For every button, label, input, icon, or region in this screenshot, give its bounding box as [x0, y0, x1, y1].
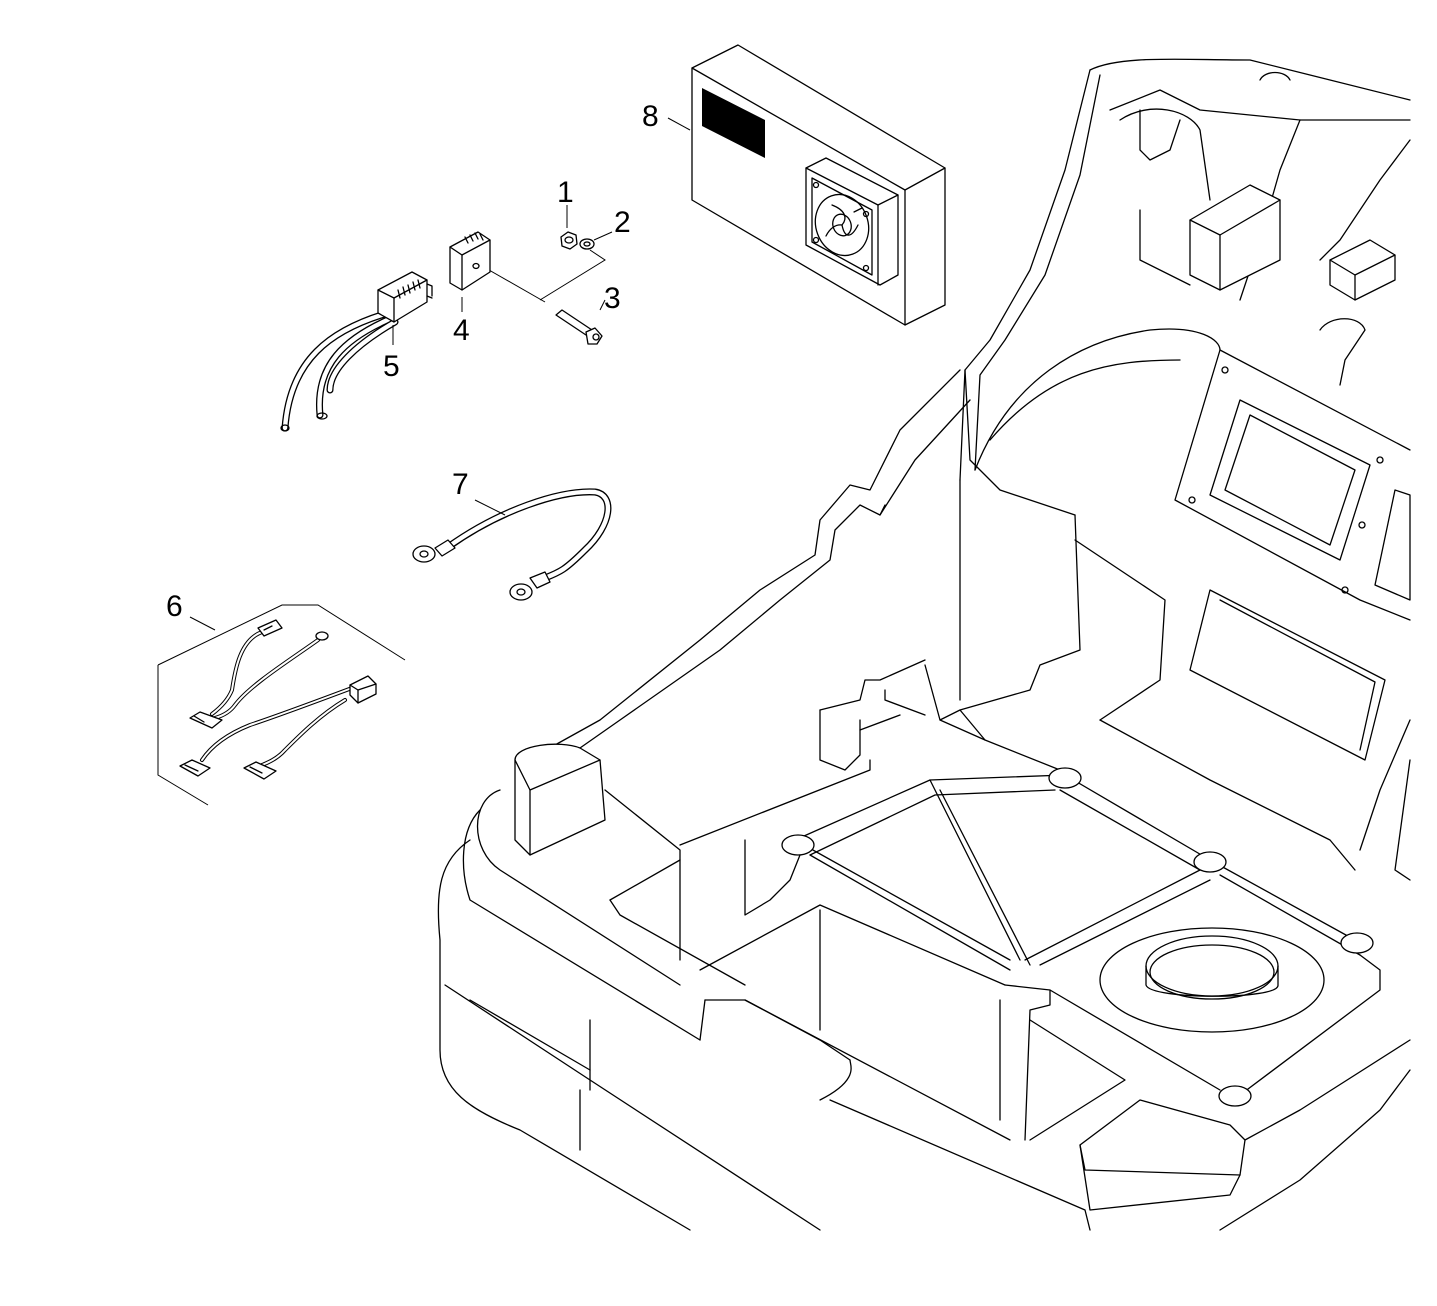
ring-terminal-icon: [509, 583, 533, 601]
fan-module: 8: [642, 44, 946, 326]
fan-icon: [805, 157, 899, 286]
ground-cable: 7: [412, 468, 612, 601]
kit-outline: [157, 665, 209, 806]
assembly-axis-line: [539, 249, 606, 301]
leader-line: [599, 299, 606, 311]
connector-bracket: 4: [449, 231, 491, 347]
callout-7: 7: [452, 468, 469, 501]
callout-8: 8: [642, 100, 659, 133]
wire-harness-kit: 6: [157, 590, 406, 806]
callout-6: 6: [166, 590, 183, 623]
screw: 3: [555, 282, 621, 345]
callout-1: 1: [557, 176, 574, 209]
floor-frame: [781, 767, 1381, 1107]
leader-line: [593, 231, 613, 241]
washer: 2: [579, 206, 631, 250]
warning-label: [702, 88, 765, 158]
callout-4: 4: [453, 314, 470, 347]
leader-line: [189, 616, 216, 631]
nut: 1: [557, 176, 578, 250]
tank-filler: [1099, 927, 1325, 1033]
leader-line: [667, 117, 691, 131]
ring-terminal-icon: [412, 545, 436, 563]
callout-2: 2: [614, 206, 631, 239]
leader-line: [474, 499, 506, 516]
front-bumper: [437, 743, 1411, 1231]
machine-body: [437, 58, 1411, 1231]
connector-harness: 5: [280, 271, 433, 432]
callout-3: 3: [604, 282, 621, 315]
kit-outline: [157, 604, 406, 666]
callout-5: 5: [383, 350, 400, 383]
